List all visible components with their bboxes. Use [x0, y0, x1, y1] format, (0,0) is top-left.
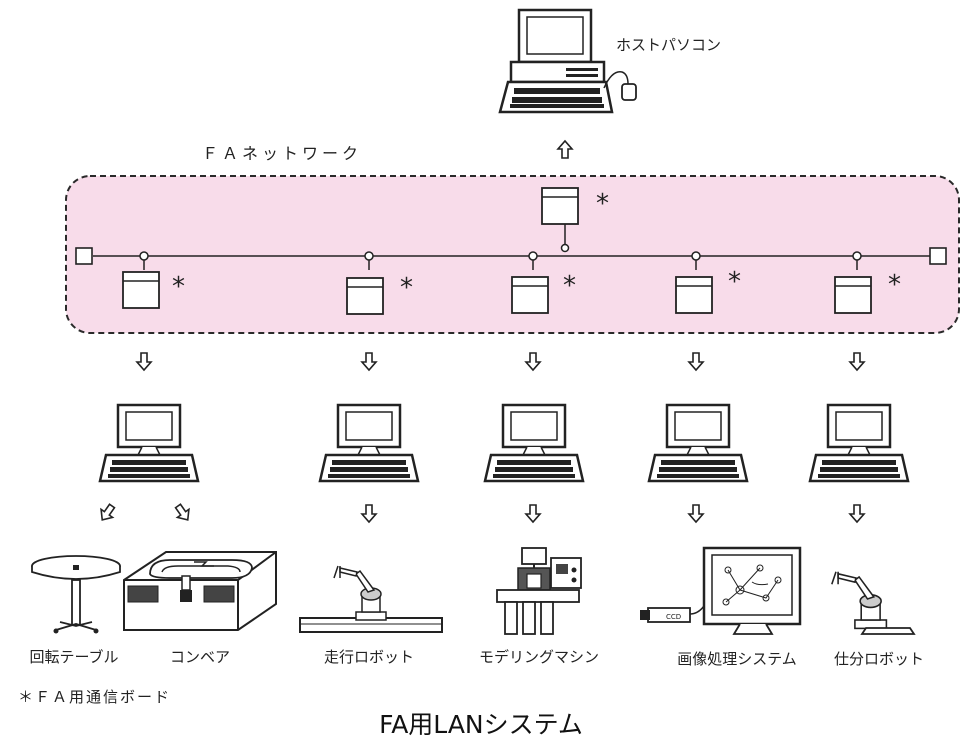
- device-label-modeling-machine: モデリングマシン: [478, 648, 600, 666]
- board-icon: [511, 276, 549, 314]
- arrow-down-icon: [136, 352, 152, 371]
- device-label-rotary-table: 回転テーブル: [29, 648, 119, 666]
- footnote: ＊ＦＡ用通信ボード: [18, 688, 172, 706]
- device-label-traveling-robot: 走行ロボット: [323, 648, 415, 666]
- arrow-down-icon: [525, 504, 541, 523]
- arrow-down-icon: [849, 352, 865, 371]
- arrow-down-icon: [361, 352, 377, 371]
- arrow-down-icon: [525, 352, 541, 371]
- rotary-table-icon: [31, 555, 121, 634]
- image-processing-icon: CCD: [640, 546, 802, 635]
- arrow-up-to-host: [557, 140, 573, 159]
- board-icon: [346, 277, 384, 315]
- fa-network-label: ＦＡネットワーク: [202, 144, 363, 163]
- node-4: *: [675, 251, 741, 314]
- pc-icon: [647, 403, 749, 483]
- gateway-connector-node: [560, 243, 570, 253]
- node-2: *: [346, 251, 413, 315]
- board-icon: [122, 271, 160, 309]
- node-1: *: [122, 251, 185, 309]
- gateway-board-icon: [541, 187, 579, 225]
- modeling-machine-icon: [496, 547, 582, 635]
- bus-terminator-left: [75, 247, 93, 265]
- ccd-camera-icon: CCD: [666, 613, 681, 621]
- device-label-image-processing: 画像処理システム: [677, 650, 797, 668]
- arrow-down-icon: [688, 352, 704, 371]
- arrow-down-icon: [688, 504, 704, 523]
- bus-terminator-right: [929, 247, 947, 265]
- traveling-robot-icon: [299, 565, 443, 633]
- sorting-robot-icon: [831, 570, 916, 635]
- pc-icon: [98, 403, 200, 483]
- gateway-board-marker: *: [596, 189, 609, 219]
- board-marker: *: [400, 273, 413, 303]
- arrow-down-icon: [361, 504, 377, 523]
- board-marker: *: [888, 270, 901, 300]
- conveyor-icon: [123, 551, 277, 631]
- board-icon: [834, 276, 872, 314]
- pc-icon: [808, 403, 910, 483]
- node-5: *: [834, 251, 901, 314]
- pc-icon: [318, 403, 420, 483]
- host-pc-label: ホストパソコン: [616, 36, 722, 54]
- node-3: *: [511, 251, 576, 314]
- diagram-title: FA用LANシステム: [379, 710, 583, 739]
- board-marker: *: [563, 271, 576, 301]
- board-marker: *: [172, 272, 185, 302]
- board-marker: *: [728, 267, 741, 297]
- device-label-sorting-robot: 仕分ロボット: [833, 650, 925, 668]
- arrow-down-icon: [849, 504, 865, 523]
- device-label-conveyor: コンベア: [169, 648, 231, 666]
- arrow-down-left-icon: [95, 501, 119, 525]
- host-pc-icon: [498, 8, 637, 114]
- arrow-down-right-icon: [171, 501, 195, 525]
- board-icon: [675, 276, 713, 314]
- pc-icon: [483, 403, 585, 483]
- fa-network-region: [65, 175, 960, 334]
